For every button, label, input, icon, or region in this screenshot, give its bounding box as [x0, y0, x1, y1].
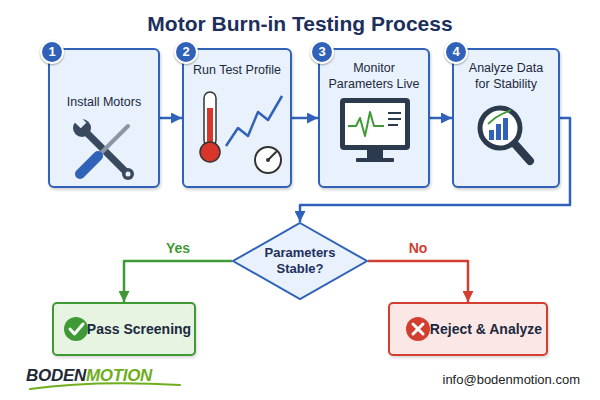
step-number-badge: 2 — [174, 40, 198, 64]
flow-arrow — [160, 117, 182, 120]
reject-icon-part — [406, 317, 430, 341]
process-box: 1Install Motors — [48, 48, 160, 188]
monitor-icon — [340, 98, 410, 162]
thermometer-chart-icon-part — [200, 142, 220, 162]
logo-word: BODEN — [26, 366, 86, 386]
flow-arrow — [292, 117, 318, 120]
thermometer-chart-icon-part — [268, 152, 276, 160]
step-label: Monitor Parameters Live — [328, 60, 420, 92]
diagram-title: Motor Burn-in Testing Process — [0, 12, 600, 36]
check-icon-part — [70, 324, 83, 334]
tools-icon-part — [126, 172, 131, 177]
magnifier-chart-icon-part — [514, 143, 530, 161]
step-number: 4 — [452, 45, 459, 59]
outcome-label: Pass Screening — [87, 321, 191, 337]
tools-icon-part — [73, 119, 91, 137]
monitor-icon-part — [388, 124, 398, 126]
thermometer-chart-icon-part — [207, 108, 213, 148]
step-label: Install Motors — [67, 94, 141, 110]
step-number-badge: 3 — [310, 40, 334, 64]
reject-box: Reject & Analyze — [388, 302, 548, 356]
diamond-outline — [233, 223, 367, 299]
decision-diamond: Parameters Stable? — [232, 222, 368, 300]
step-number: 3 — [318, 45, 325, 59]
process-box: 2Run Test Profile — [182, 48, 292, 188]
magnifier-chart-icon — [480, 108, 530, 161]
edge-label: Yes — [166, 240, 190, 256]
step-number-badge: 1 — [40, 40, 64, 64]
edge-label: No — [409, 240, 428, 256]
pass-box: Pass Screening — [52, 302, 196, 356]
logo-swoosh — [30, 383, 180, 389]
thermometer-chart-icon-part — [226, 96, 282, 146]
step-label: Analyze Data for Stability — [464, 60, 548, 92]
monitor-icon-part — [356, 158, 394, 162]
monitor-icon-part — [367, 150, 383, 158]
thermometer-chart-icon-part — [266, 158, 270, 162]
magnifier-chart-icon-part — [503, 118, 508, 140]
step-number: 1 — [48, 45, 55, 59]
process-box: 3Monitor Parameters Live — [318, 48, 430, 188]
process-box: 4Analyze Data for Stability — [452, 48, 560, 188]
monitor-icon-part — [348, 112, 384, 136]
tools-icon-part — [80, 156, 98, 174]
tools-icon-part — [122, 168, 134, 180]
thermometer-chart-icon-part — [204, 92, 216, 146]
magnifier-chart-icon-part — [496, 124, 501, 140]
reject-icon-part — [413, 324, 423, 334]
step-number-badge: 4 — [444, 40, 468, 64]
tools-icon — [73, 116, 134, 180]
check-icon — [64, 317, 88, 341]
flow-arrow — [368, 261, 468, 302]
magnifier-chart-icon-part — [480, 108, 520, 148]
contact-email: info@bodenmotion.com — [443, 372, 581, 387]
check-icon-part — [64, 317, 88, 341]
tools-icon-part — [74, 116, 86, 128]
decision-label: Parameters Stable? — [258, 245, 342, 277]
flow-arrow — [430, 117, 452, 120]
monitor-icon-part — [388, 112, 401, 114]
tools-icon-part — [84, 130, 126, 172]
logo-swoosh-part — [30, 383, 180, 389]
flow-arrow — [124, 261, 232, 302]
reject-icon — [406, 317, 430, 341]
magnifier-chart-icon-part — [488, 110, 511, 124]
thermometer-chart-icon-part — [255, 147, 281, 173]
tools-icon-part — [98, 126, 128, 156]
monitor-icon-part — [388, 118, 401, 120]
reject-icon-part — [413, 324, 423, 334]
step-label: Run Test Profile — [193, 62, 281, 78]
monitor-icon-part — [345, 103, 405, 145]
outcome-label: Reject & Analyze — [430, 321, 542, 337]
step-number: 2 — [182, 45, 189, 59]
magnifier-chart-icon-part — [489, 130, 494, 140]
logo-word: MOTION — [86, 366, 152, 386]
monitor-icon-part — [340, 98, 410, 150]
thermometer-chart-icon — [200, 92, 282, 173]
